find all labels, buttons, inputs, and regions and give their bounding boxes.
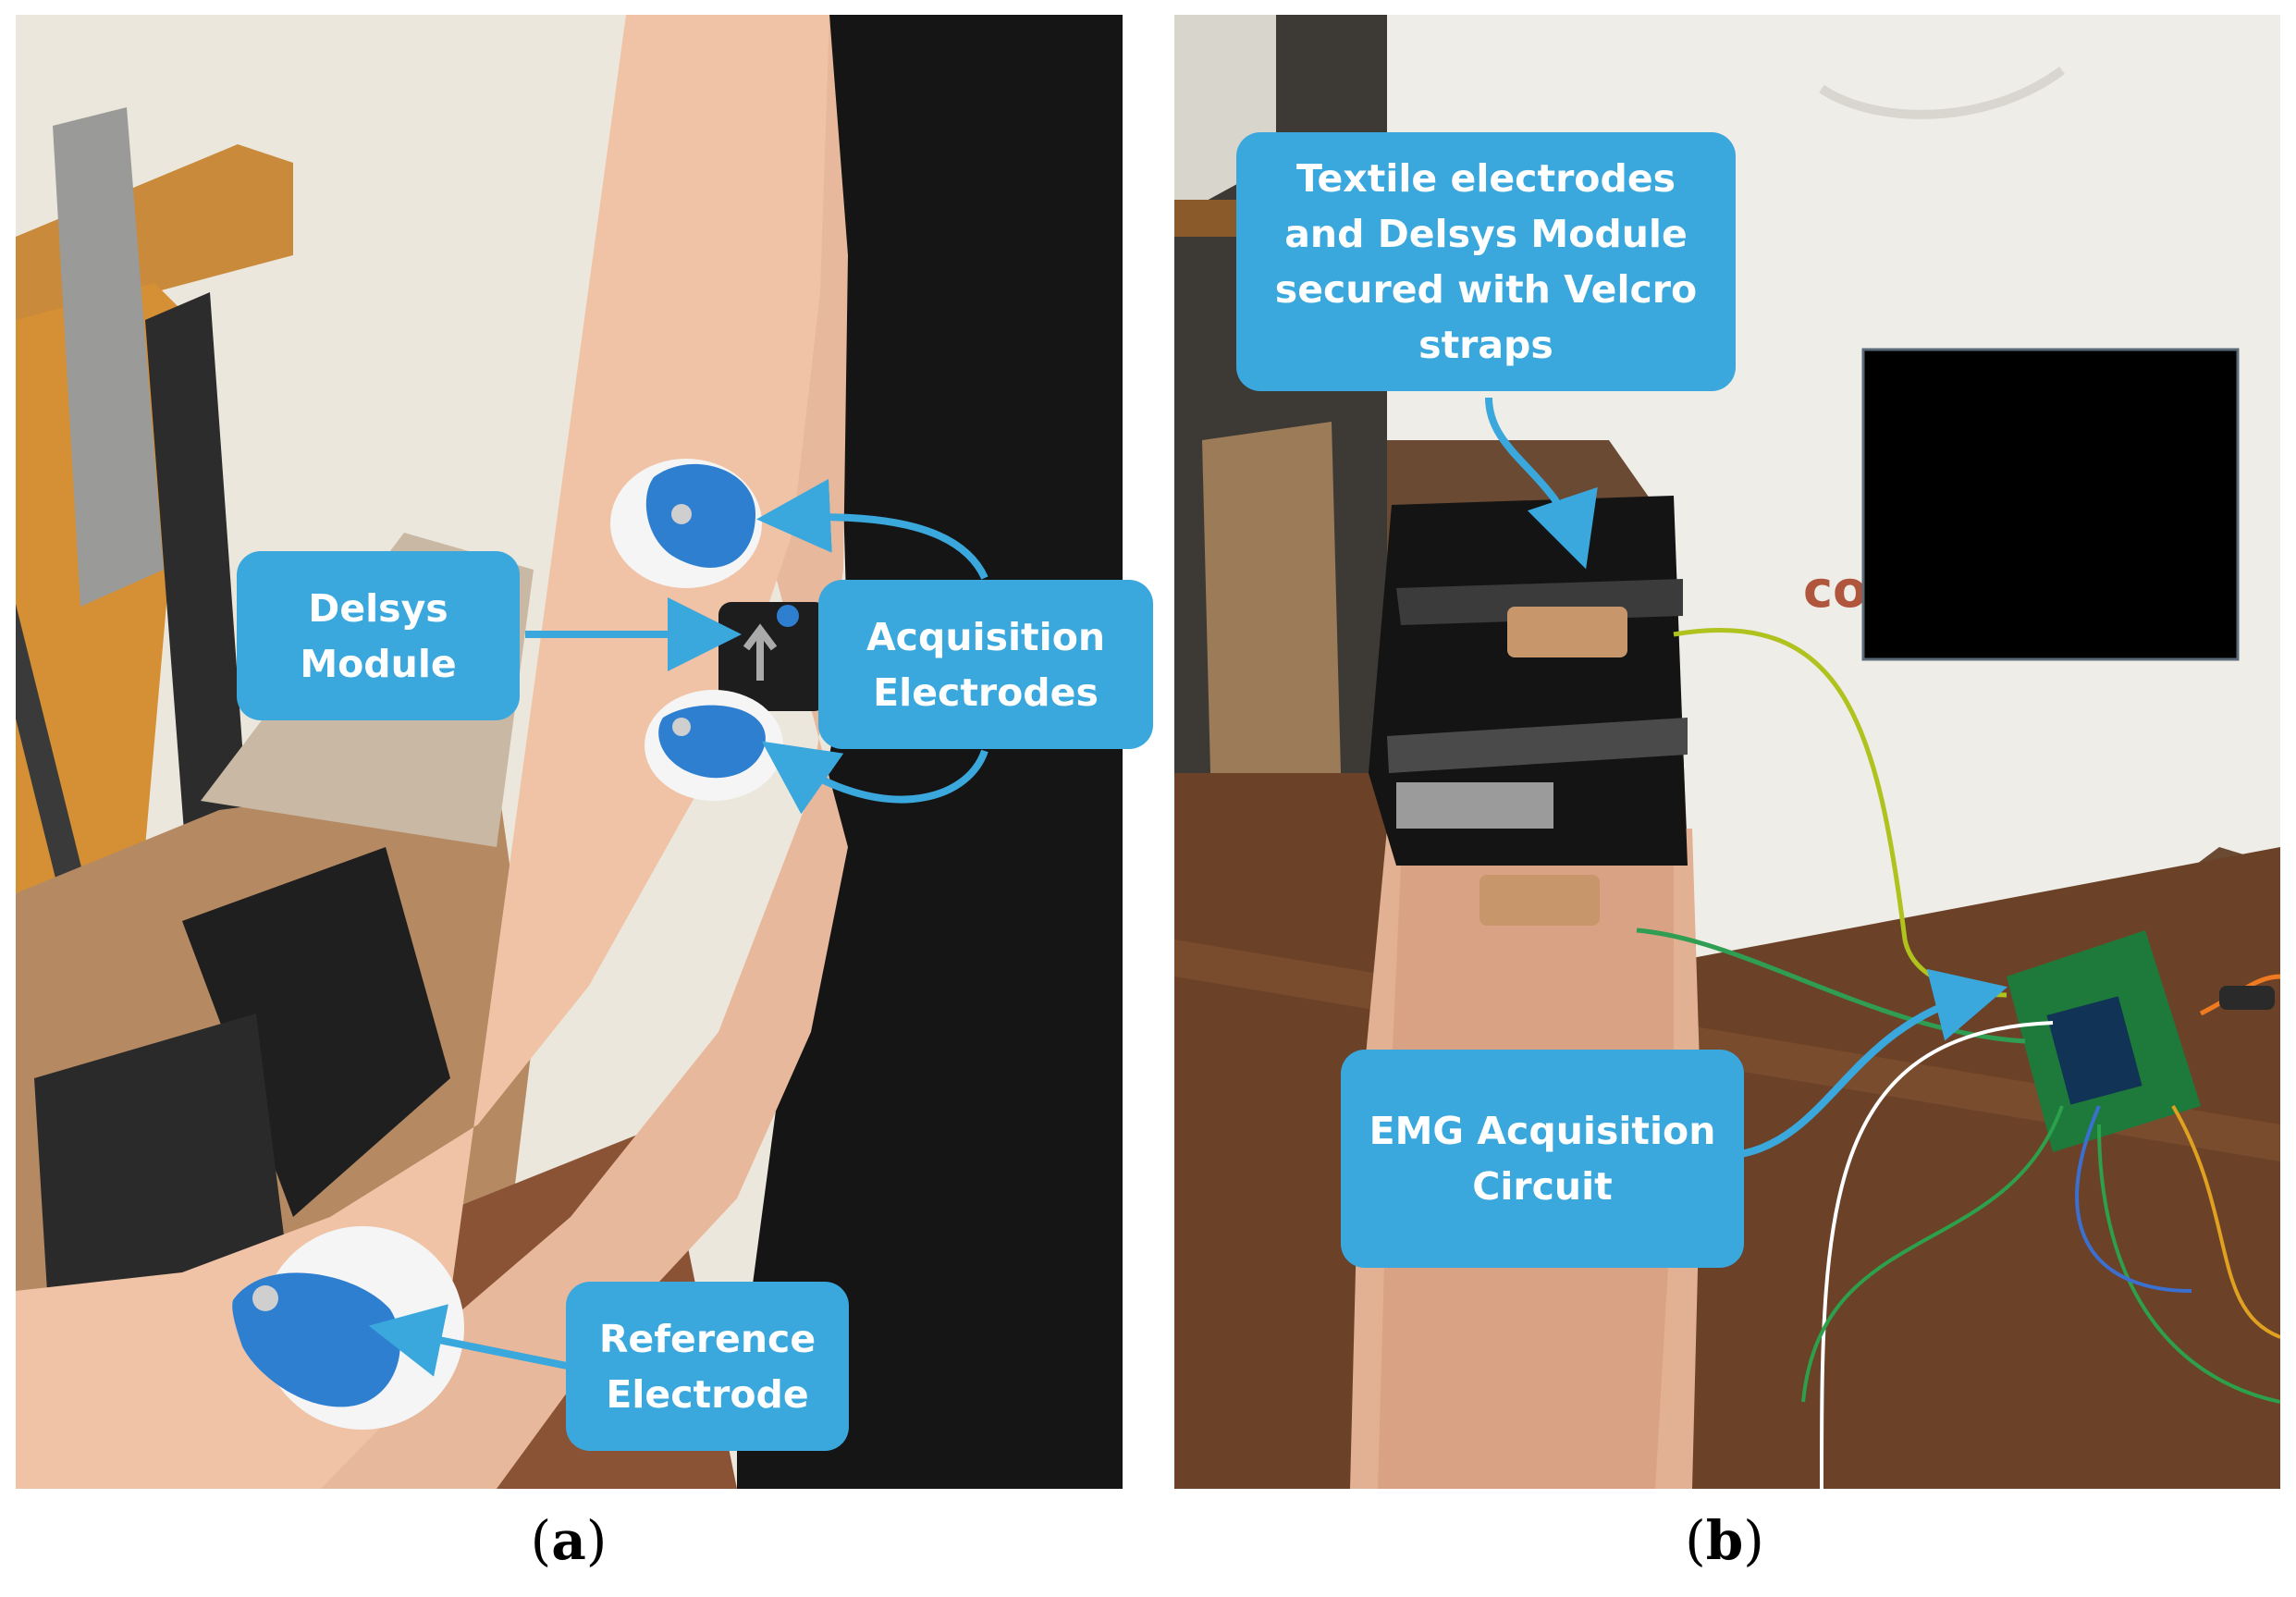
shirt-print: co [1803,560,1867,619]
black-shirt [737,15,1123,1489]
emg-circuit-board [2007,930,2201,1152]
arrow-acq-lower [761,741,988,815]
caption-a-letter: a [551,1509,586,1572]
caption-a: (a) [530,1509,608,1572]
caption-b: (b) [1685,1509,1764,1572]
arrow-textile [1485,397,1598,570]
callout-emg-circuit: EMG Acquisition Circuit [1341,1050,1744,1268]
upper-electrode [645,463,755,568]
callout-textile-electrodes: Textile electrodes and Delsys Module sec… [1236,132,1736,391]
redaction-box [1861,348,2240,661]
arrow-reference [368,1304,572,1377]
caption-b-letter: b [1705,1509,1744,1572]
arrow-acq-upper [756,478,988,580]
delsys-module-device [718,602,828,711]
arrow-emg [1739,968,2008,1158]
callout-reference-electrode: Reference Electrode [566,1282,849,1451]
callout-delsys-module: Delsys Module [237,551,520,720]
callout-acquisition-electrodes: Acquisition Electrodes [818,580,1153,749]
